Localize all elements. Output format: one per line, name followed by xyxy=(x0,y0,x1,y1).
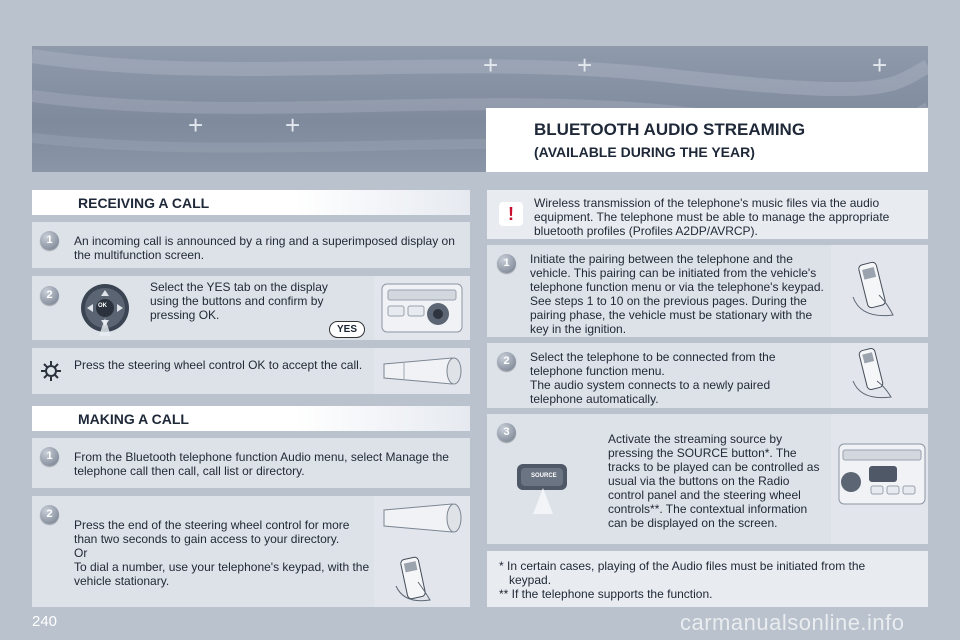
plus-decoration-icon: + xyxy=(483,50,499,80)
receiving-steering-wheel-text: Press the steering wheel control OK to a… xyxy=(74,358,363,372)
making-step-1-text: From the Bluetooth telephone function Au… xyxy=(74,450,449,478)
page-subtitle: (AVAILABLE DURING THE YEAR) xyxy=(534,144,755,160)
step-number-badge: 1 xyxy=(40,231,59,250)
source-button-icon xyxy=(517,464,567,514)
step-number-badge: 2 xyxy=(40,286,59,305)
receiving-step-1: 1 An incoming call is announced by a rin… xyxy=(32,222,470,268)
receiving-step-1-text: An incoming call is announced by a ring … xyxy=(74,234,455,262)
step-number-badge: 3 xyxy=(497,423,516,442)
header-title-box xyxy=(486,108,928,172)
ok-label: OK xyxy=(98,303,107,309)
step-number-badge: 2 xyxy=(497,352,516,371)
steering-stalk-illustration xyxy=(383,357,462,385)
stalk-and-phone-image xyxy=(374,496,470,607)
phone-in-hand-image xyxy=(831,343,928,408)
steering-wheel-stalk-image xyxy=(374,348,470,394)
steering-wheel-control-icon xyxy=(41,361,61,381)
stalk-and-phone-illustration xyxy=(383,503,462,602)
plus-decoration-icon: + xyxy=(872,50,888,80)
section-header-making: MAKING A CALL xyxy=(32,406,470,431)
footnotes-text: * In certain cases, playing of the Audio… xyxy=(499,559,866,601)
plus-decoration-icon: + xyxy=(577,50,593,80)
making-step-2: 2 Press the end of the steering wheel co… xyxy=(32,496,470,607)
step-number-badge: 1 xyxy=(40,447,59,466)
source-label: SOURCE xyxy=(531,473,557,479)
streaming-step-1-text: Initiate the pairing between the telepho… xyxy=(530,252,824,336)
radio-panel-illustration xyxy=(381,283,463,333)
plus-decoration-icon: + xyxy=(285,110,301,140)
receiving-step-2: 2 OK Select the YES tab on the display u… xyxy=(32,276,470,340)
phone-in-hand-illustration xyxy=(852,261,894,317)
watermark: carmanualsonline.info xyxy=(680,610,905,635)
streaming-note: ! Wireless transmission of the telephone… xyxy=(487,190,928,239)
making-step-2-text: Press the end of the steering wheel cont… xyxy=(74,518,370,588)
radio-panel-image xyxy=(374,276,470,340)
yes-tab-button: YES xyxy=(329,321,365,338)
section-title-receiving: RECEIVING A CALL xyxy=(78,195,210,211)
streaming-footnotes: * In certain cases, playing of the Audio… xyxy=(487,551,928,607)
receiving-steering-wheel: Press the steering wheel control OK to a… xyxy=(32,348,470,394)
phone-in-hand-image xyxy=(831,245,928,337)
warning-exclamation-icon: ! xyxy=(499,202,523,226)
step-number-badge: 1 xyxy=(497,254,516,273)
streaming-step-3: 3 SOURCE Activate the streaming source b… xyxy=(487,414,928,544)
section-title-making: MAKING A CALL xyxy=(78,411,189,427)
radio-unit-image xyxy=(831,414,928,544)
page-title: BLUETOOTH AUDIO STREAMING xyxy=(534,120,806,139)
streaming-step-1: 1 Initiate the pairing between the telep… xyxy=(487,245,928,337)
radio-unit-illustration xyxy=(838,443,926,505)
receiving-step-2-text: Select the YES tab on the display using … xyxy=(150,280,328,322)
streaming-step-2-text: Select the telephone to be connected fro… xyxy=(530,350,776,406)
section-header-receiving: RECEIVING A CALL xyxy=(32,190,470,215)
streaming-note-text: Wireless transmission of the telephone's… xyxy=(534,196,890,238)
streaming-step-3-text: Activate the streaming source by pressin… xyxy=(608,432,820,530)
ok-direction-pad-icon xyxy=(81,284,129,336)
step-number-badge: 2 xyxy=(40,505,59,524)
streaming-step-2: 2 Select the telephone to be connected f… xyxy=(487,343,928,408)
making-step-1: 1 From the Bluetooth telephone function … xyxy=(32,438,470,488)
page-number: 240 xyxy=(32,613,58,630)
phone-in-hand-illustration xyxy=(852,348,892,399)
plus-decoration-icon: + xyxy=(188,110,204,140)
